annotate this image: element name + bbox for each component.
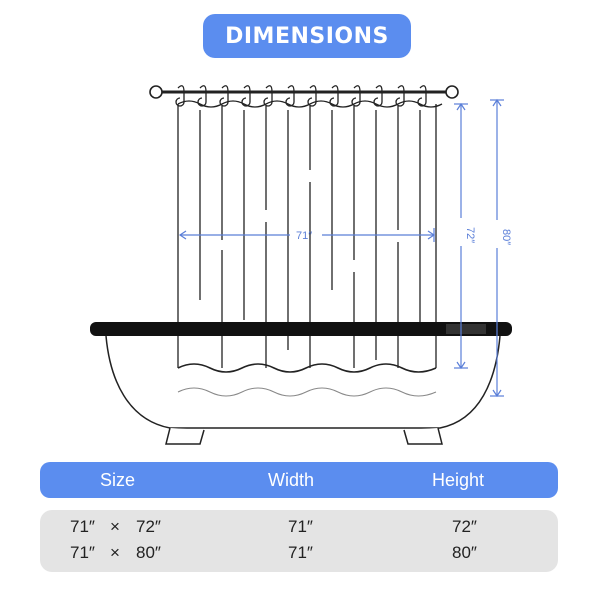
width-label: 71″: [296, 230, 312, 242]
size-width-cell: 71″: [70, 517, 95, 536]
times-sign: ×: [110, 543, 120, 562]
curtain-bottom-wave-inner: [177, 387, 437, 397]
height-72-dimension: [454, 102, 468, 370]
table-row: 71″ × 72″ 71″ 72″: [40, 514, 558, 540]
size-height-cell: 80″: [136, 543, 161, 562]
table-header: Size Width Height: [40, 462, 558, 498]
header-width: Width: [268, 470, 315, 490]
width-cell: 71″: [288, 543, 313, 562]
size-height-cell: 72″: [136, 517, 161, 536]
bathtub-foot-right: [403, 427, 443, 445]
height-label-72: 72″: [464, 227, 476, 243]
height-label-80: 80″: [500, 229, 512, 245]
width-dimension: [178, 228, 436, 242]
curtain-diagram: 71″ 72″ 80″: [90, 85, 512, 445]
bathtub-rim: [90, 322, 512, 336]
curtain-top-edge: [177, 100, 443, 108]
curtain-panel: [177, 104, 437, 368]
size-table: 71″ × 72″ 71″ 72″ 71″ × 80″ 71″ 80″: [40, 510, 558, 572]
page-title: DIMENSIONS: [203, 14, 411, 58]
header-height: Height: [432, 470, 485, 490]
bathtub-rim-band: [446, 324, 486, 334]
rod-end-left: [149, 85, 163, 99]
height-cell: 80″: [452, 543, 477, 562]
height-cell: 72″: [452, 517, 477, 536]
times-sign: ×: [110, 517, 120, 536]
rod-end-right: [445, 85, 459, 99]
table-row: 71″ × 80″ 71″ 80″: [40, 540, 558, 566]
curtain-bottom-wave: [177, 363, 437, 373]
height-80-dimension: [490, 98, 504, 398]
curtain-hooks: [175, 85, 427, 107]
width-cell: 71″: [288, 517, 313, 536]
header-size: Size: [100, 470, 136, 490]
bathtub-foot-left: [165, 427, 205, 445]
bathtub-body: [105, 335, 501, 429]
size-width-cell: 71″: [70, 543, 95, 562]
